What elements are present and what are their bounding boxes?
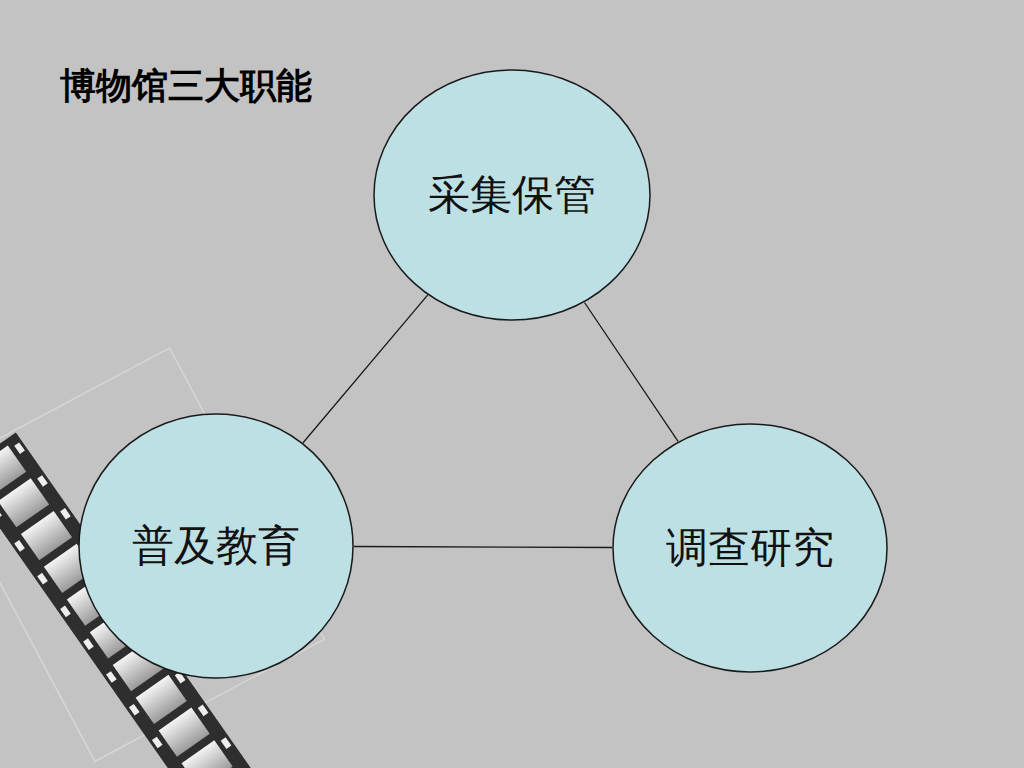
sprocket-hole (198, 705, 209, 717)
circle-label: 调查研究 (666, 520, 834, 576)
sprocket-hole (129, 704, 140, 716)
circle-label: 采集保管 (428, 167, 596, 223)
sprocket-hole (60, 606, 71, 618)
function-circle: 普及教育 (78, 413, 354, 679)
sprocket-hole (83, 638, 94, 650)
connector-line (303, 295, 428, 443)
sprocket-hole (14, 540, 25, 552)
circle-label: 普及教育 (132, 518, 300, 574)
sprocket-hole (37, 573, 48, 585)
circle-shape (79, 414, 353, 678)
circle-shape (374, 70, 650, 320)
connector-line (354, 546, 612, 548)
function-circle: 调查研究 (612, 423, 888, 673)
sprocket-hole (0, 507, 2, 519)
sprocket-hole (60, 508, 71, 520)
function-circle: 采集保管 (373, 69, 651, 321)
sprocket-hole (152, 737, 163, 749)
circle-shape (613, 424, 887, 672)
sprocket-hole (221, 737, 232, 749)
connector-line (584, 303, 678, 442)
sprocket-hole (37, 475, 48, 487)
sprocket-hole (14, 442, 25, 454)
sprocket-hole (106, 671, 117, 683)
diagram-title: 博物馆三大职能 (60, 62, 312, 111)
